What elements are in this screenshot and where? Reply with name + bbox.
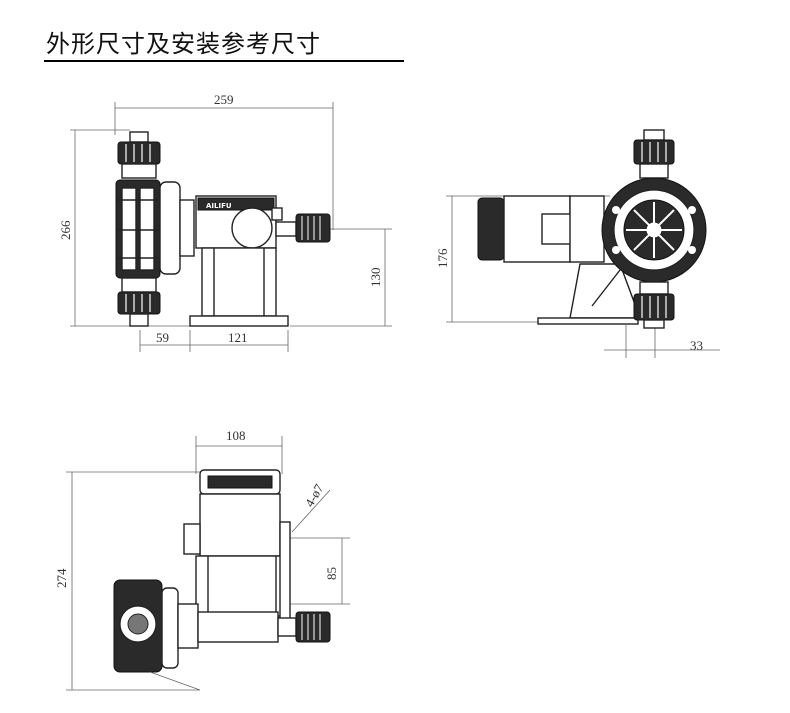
front-view: 259 266 130 59 121 — [58, 92, 392, 352]
dim-33: 33 — [690, 338, 703, 353]
dim-259: 259 — [214, 92, 234, 107]
hole-label: 4-ø7 — [302, 481, 327, 510]
title-underline — [44, 60, 404, 62]
side-view: 176 33 — [435, 129, 720, 358]
dim-130: 130 — [368, 268, 383, 288]
dim-274: 274 — [54, 568, 69, 588]
page-title: 外形尺寸及安装参考尺寸 — [46, 30, 321, 58]
dim-121: 121 — [228, 330, 248, 345]
top-view: 108 274 85 4-ø7 — [54, 428, 350, 691]
dim-176: 176 — [435, 248, 450, 268]
dim-59: 59 — [156, 330, 169, 345]
dim-108: 108 — [226, 428, 246, 443]
brand-label: AILIFU — [206, 202, 232, 210]
dim-266: 266 — [58, 220, 73, 240]
dim-85: 85 — [324, 567, 339, 580]
